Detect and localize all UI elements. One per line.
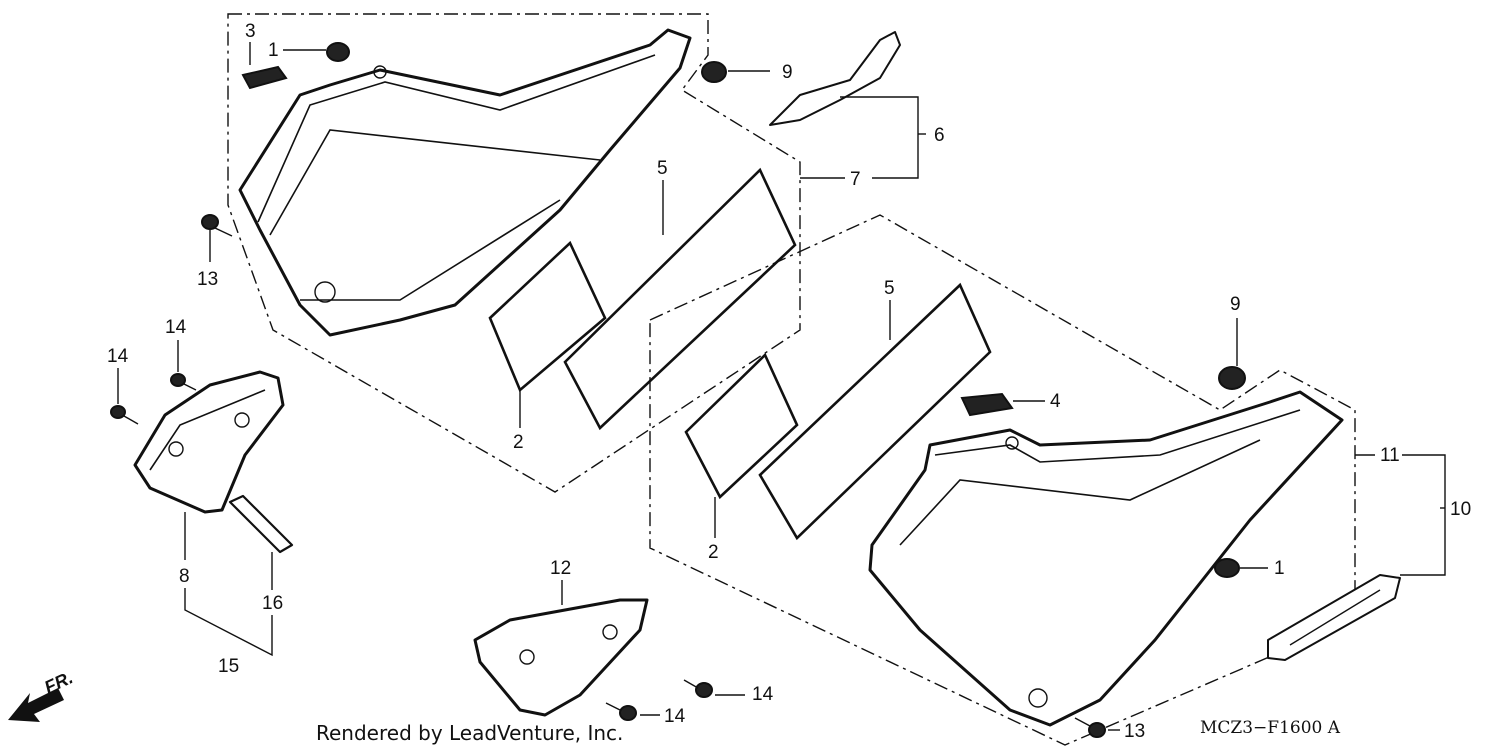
- front-label: FR.: [41, 667, 76, 697]
- left-side-cover: [238, 28, 692, 337]
- callout-6: 6: [934, 125, 945, 146]
- bolt-14-c: [683, 679, 713, 698]
- bolt-13-lower: [1074, 717, 1106, 738]
- front-arrow-icon: [8, 688, 64, 722]
- rubber-block-4: [960, 392, 1014, 417]
- callout-14-d: 14: [664, 706, 686, 727]
- grommet-9-lower: [1218, 366, 1246, 390]
- grommet-1-upper: [326, 42, 350, 62]
- right-assembly-boundary: [649, 214, 1356, 746]
- callout-labels: 3 1 9 6 7 5 2 13 14 14 8 16 15 12 14 14 …: [107, 21, 1471, 742]
- callout-9-upper: 9: [782, 62, 793, 83]
- callout-3: 3: [245, 21, 256, 42]
- decal-6: [769, 31, 901, 126]
- foam-pad-5-left: [563, 167, 797, 431]
- credit-text: Rendered by LeadVenture, Inc.: [316, 721, 623, 745]
- callout-10: 10: [1450, 499, 1471, 520]
- callout-14-c: 14: [752, 684, 774, 705]
- callout-1-upper: 1: [268, 40, 279, 61]
- bracket-cover-8: [133, 370, 285, 514]
- callout-14-a: 14: [107, 346, 129, 367]
- bolt-14-d: [605, 702, 637, 721]
- bolt-14-b: [170, 373, 197, 391]
- callout-5-upper: 5: [657, 158, 668, 179]
- callout-15: 15: [218, 656, 239, 677]
- callout-7: 7: [850, 169, 861, 190]
- callout-11: 11: [1380, 445, 1400, 466]
- callout-4: 4: [1050, 391, 1061, 412]
- grommet-1-lower: [1214, 558, 1240, 578]
- callout-9-lower: 9: [1230, 294, 1241, 315]
- leader-lines: [117, 42, 1446, 731]
- front-direction-marker: FR.: [8, 667, 76, 722]
- rubber-block-3: [241, 65, 288, 90]
- cover-12: [473, 598, 649, 717]
- grommet-9-upper: [701, 61, 727, 83]
- callout-1-lower: 1: [1274, 558, 1285, 579]
- bolt-14-a: [110, 405, 139, 425]
- callout-14-b: 14: [165, 317, 187, 338]
- left-assembly-boundary: [227, 13, 801, 493]
- callout-5-lower: 5: [884, 278, 895, 299]
- emblem-10: [1267, 574, 1401, 661]
- bolt-13-upper: [201, 214, 233, 237]
- right-side-cover: [868, 390, 1344, 727]
- callout-16: 16: [262, 593, 283, 614]
- callout-2-upper: 2: [513, 432, 524, 453]
- foam-pad-2-left: [488, 240, 607, 393]
- diagram-code: MCZ3−F1600 A: [1200, 718, 1341, 738]
- foam-pad-5-right: [758, 282, 992, 541]
- callout-8: 8: [179, 566, 190, 587]
- callout-12: 12: [550, 558, 571, 579]
- callout-13-upper: 13: [197, 269, 218, 290]
- rubber-pad-16: [228, 494, 294, 554]
- foam-pad-2-right: [684, 352, 799, 500]
- callout-2-lower: 2: [708, 542, 719, 563]
- callout-13-lower: 13: [1124, 721, 1145, 742]
